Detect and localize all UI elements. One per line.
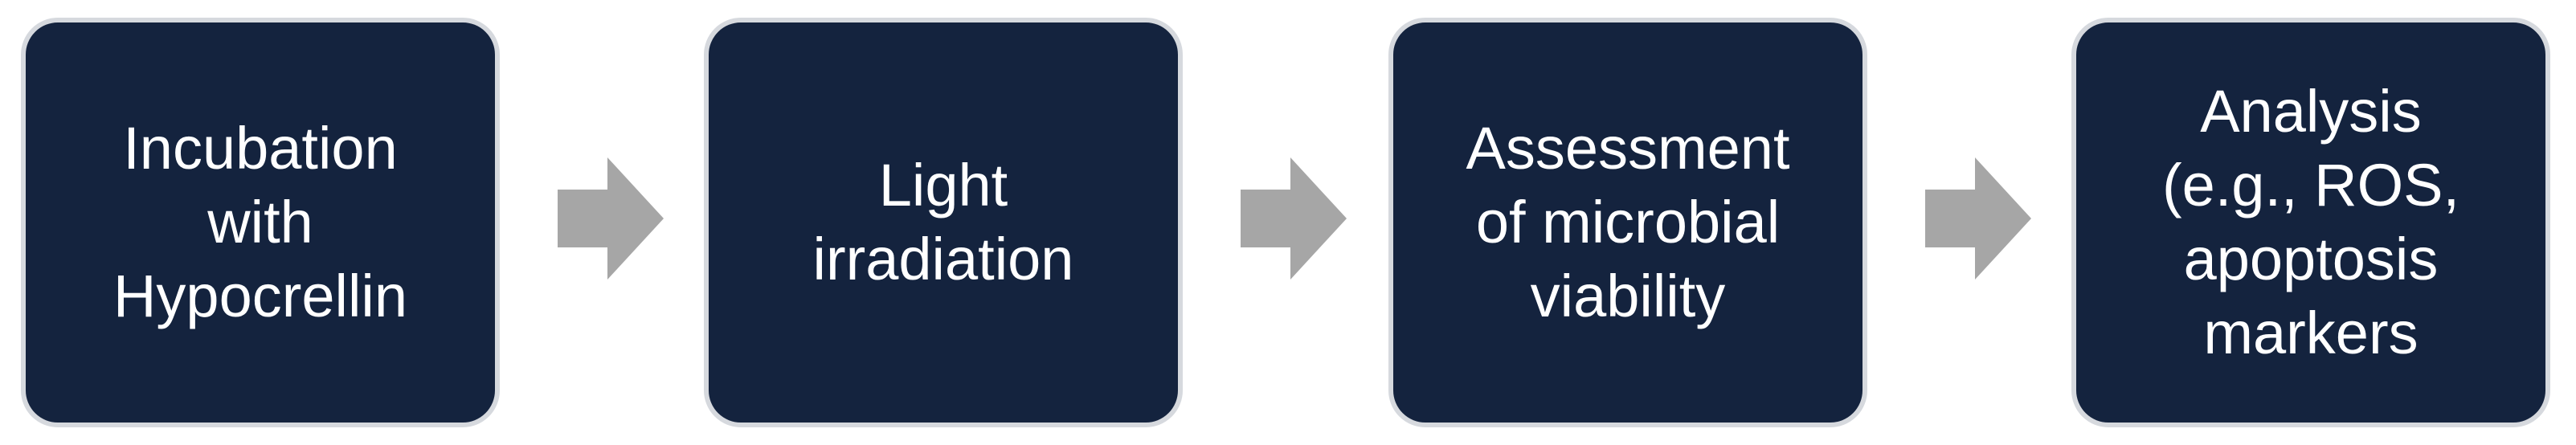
arrow-right-icon (1241, 157, 1347, 280)
step-box-incubation: Incubation with Hypocrellin (21, 18, 500, 427)
arrow-right-icon (1925, 157, 2031, 280)
step-label: Light irradiation (812, 152, 1074, 292)
step-label: Incubation with Hypocrellin (112, 115, 408, 329)
step-label: Assessment of microbial viability (1466, 115, 1790, 329)
step-box-assessment: Assessment of microbial viability (1388, 18, 1867, 427)
step-box-light-irradiation: Light irradiation (704, 18, 1183, 427)
step-label: Analysis (e.g., ROS, apoptosis markers (2161, 78, 2460, 366)
step-box-analysis: Analysis (e.g., ROS, apoptosis markers (2071, 18, 2550, 427)
arrow-right-icon (558, 157, 664, 280)
